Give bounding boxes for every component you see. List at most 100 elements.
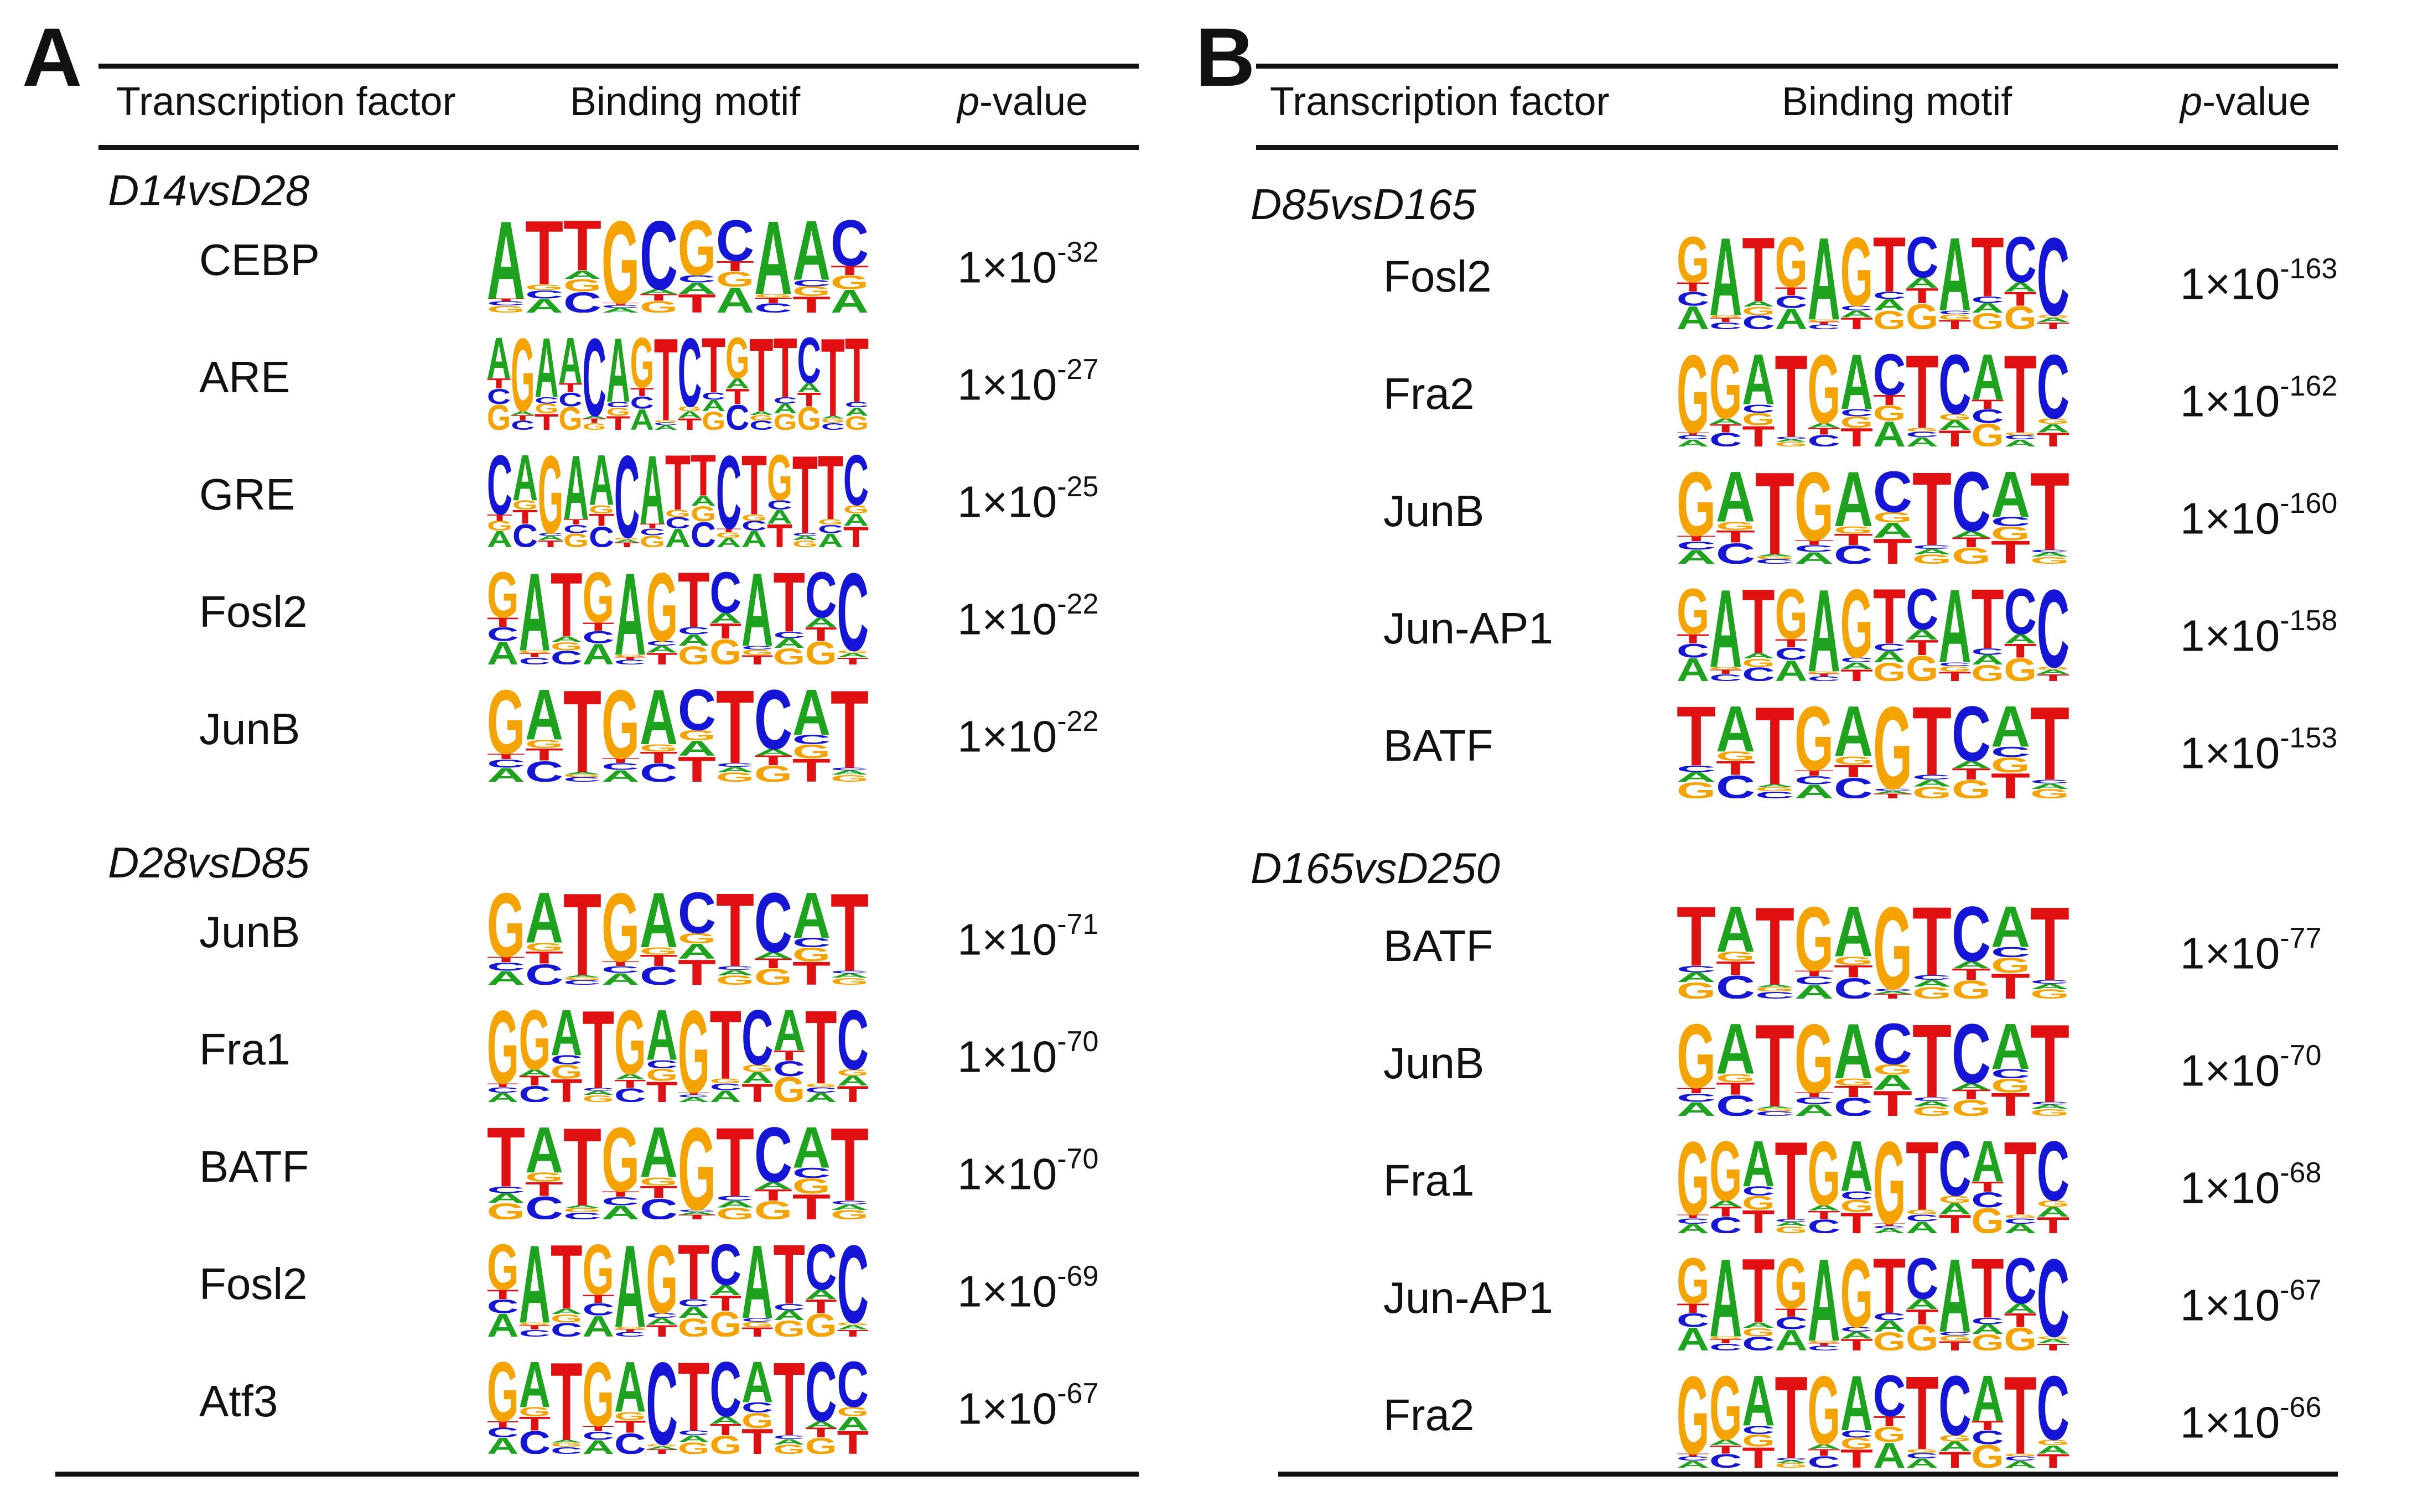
motif-base-t: T [1794, 769, 1834, 778]
motif-base-t: T [2037, 320, 2069, 329]
motif-base-c: C [1938, 1374, 1971, 1453]
motif-base-c: C [1709, 320, 1742, 329]
motif-base-t: T [1775, 1139, 1808, 1233]
motif-base-a: A [1952, 529, 1991, 539]
motif-base-g: G [818, 518, 843, 527]
motif-base-g: G [2037, 666, 2069, 671]
motif-base-c: C [1873, 988, 1912, 991]
p-value-exponent: -163 [2280, 253, 2338, 285]
motif-base-t: T [1952, 1087, 1991, 1103]
motif-base-c: C [1938, 309, 1971, 315]
motif-base-t: T [1677, 432, 1709, 436]
motif-base-c: C [678, 1209, 716, 1212]
transcription-factor-name: Fosl2 [199, 587, 308, 636]
motif-base-t: T [1755, 1022, 1794, 1116]
p-value-base: 1×10 [957, 242, 1057, 292]
motif-base-c: C [2037, 1256, 2069, 1350]
motif-base-a: A [525, 891, 563, 958]
motif-base-c: C [678, 273, 716, 285]
motif-base-a: A [614, 539, 640, 543]
p-value-exponent: -32 [1057, 236, 1099, 268]
motif-base-t: T [1709, 317, 1742, 324]
motif-base-t: T [710, 1421, 742, 1438]
motif-base-t: T [1709, 1443, 1742, 1457]
motif-base-t: T [1794, 969, 1834, 978]
p-value-exponent: -67 [2280, 1274, 2322, 1306]
motif-base-c: C [837, 570, 869, 664]
motif-base-g: G [749, 413, 773, 422]
motif-base-a: A [1938, 418, 1971, 433]
p-value: 1×10-25 [957, 472, 1098, 524]
p-value-exponent: -25 [1057, 471, 1099, 503]
motif-base-c: C [2030, 778, 2069, 784]
transcription-factor-name: Fosl2 [1383, 252, 1492, 301]
motif-base-c: C [741, 1008, 774, 1081]
header-p-italic: p [2180, 80, 2203, 124]
motif-base-c: C [678, 625, 710, 637]
motif-base-c: C [525, 288, 563, 302]
motif-base-a: A [1873, 296, 1906, 314]
transcription-factor-name: Fosl2 [199, 1259, 308, 1308]
motif-base-c: C [2037, 1374, 2069, 1459]
motif-base-a: A [1709, 587, 1742, 681]
motif-base-c: C [1912, 544, 1952, 550]
motif-base-c: C [716, 219, 754, 273]
motif-base-c: C [487, 1295, 519, 1317]
motif-base-t: T [2030, 905, 2069, 999]
motif-base-a: A [1755, 553, 1794, 557]
motif-base-c: C [1742, 402, 1775, 415]
motif-base-t: T [1808, 1209, 1840, 1222]
motif-base-c: C [1873, 290, 1906, 302]
motif-base-a: A [754, 219, 792, 313]
motif-base-g: G [741, 1409, 774, 1433]
motif-base-a: A [1991, 905, 2030, 959]
motif-base-a: A [1742, 1139, 1775, 1201]
motif-base-a: A [1952, 759, 1991, 771]
motif-base-a: A [589, 453, 614, 521]
motif-base-a: A [1709, 1256, 1742, 1350]
motif-base-a: A [1873, 648, 1906, 666]
motif-base-a: A [1873, 1317, 1906, 1335]
motif-base-t: T [1677, 1453, 1709, 1457]
motif-base-t: T [1794, 539, 1834, 547]
motif-base-t: T [1775, 1374, 1808, 1468]
motif-base-c: C [535, 396, 558, 406]
motif-base-t: T [583, 1292, 615, 1306]
motif-base-t: T [792, 453, 818, 547]
motif-base-a: A [1709, 235, 1742, 329]
transcription-factor-name: CEBP [199, 235, 320, 284]
p-value: 1×10-70 [957, 1145, 1098, 1197]
motif-base-t: T [678, 1243, 710, 1316]
motif-base-t: T [551, 570, 583, 656]
motif-base-a: A [837, 1324, 869, 1331]
motif-base-a: A [1906, 627, 1938, 643]
table-rule-bottom [1278, 1472, 2338, 1477]
p-value-base: 1×10 [957, 711, 1057, 761]
motif-base-g: G [1938, 664, 1971, 673]
motif-base-t: T [805, 1425, 837, 1441]
motif-base-g: G [563, 1207, 601, 1214]
motif-base-t: T [646, 1448, 678, 1454]
header-transcription-factor: Transcription factor [116, 80, 456, 124]
motif-base-c: C [1677, 1309, 1709, 1331]
motif-base-t: T [1972, 235, 2004, 315]
motif-base-c: C [1972, 1426, 2004, 1448]
motif-base-t: T [1808, 426, 1840, 437]
table-rule-head [1256, 145, 2338, 150]
motif-base-a: A [601, 307, 640, 313]
motif-base-a: A [1775, 1221, 1808, 1228]
p-value-base: 1×10 [2180, 728, 2280, 778]
motif-base-t: T [563, 219, 601, 286]
motif-base-a: A [1952, 1082, 1991, 1092]
motif-base-a: A [792, 1125, 831, 1180]
motif-base-c: C [614, 453, 640, 547]
motif-base-g: G [1794, 905, 1834, 990]
motif-base-t: T [583, 1425, 615, 1433]
